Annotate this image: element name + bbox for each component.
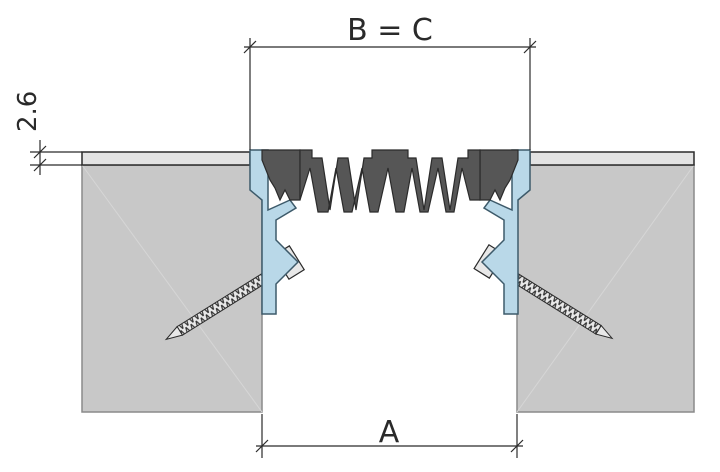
left-surface-layer: [81, 151, 251, 166]
bottom-dimension: [255, 414, 524, 458]
left-substrate: [81, 164, 263, 413]
top-dimension: [243, 38, 537, 150]
right-aluminium-profile: [480, 149, 531, 315]
right-substrate: [516, 164, 695, 413]
rubber-insert: [261, 149, 519, 213]
right-surface-layer: [529, 151, 695, 166]
side-dimension: [30, 140, 82, 175]
dimension-label-bc: B = C: [347, 13, 433, 48]
dimension-label-thickness: 2.6: [13, 91, 43, 132]
dimension-label-a: A: [379, 415, 400, 450]
left-aluminium-profile: [249, 149, 300, 315]
